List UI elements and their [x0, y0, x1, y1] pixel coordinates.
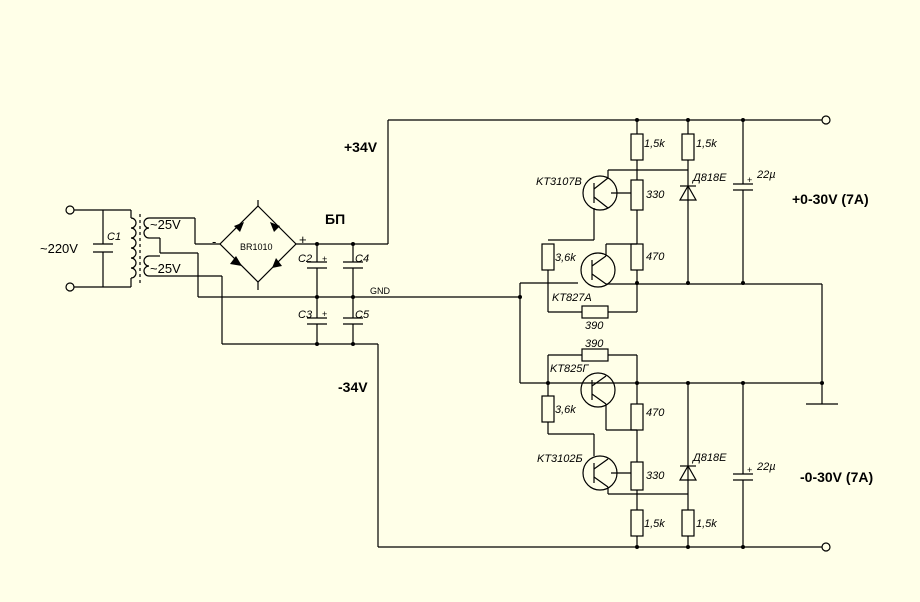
c1-label: C1	[107, 231, 121, 243]
secondary-bottom-label: ~25V	[150, 261, 181, 276]
c3-label: C3	[298, 309, 313, 321]
secondary-top-label: ~25V	[150, 217, 181, 232]
bridge-minus-label: -	[212, 234, 216, 249]
c4-label: C4	[355, 253, 369, 265]
q1-label: KT3107B	[536, 176, 582, 188]
mains-voltage-label: ~220V	[40, 241, 78, 256]
minus34-label: -34V	[338, 379, 368, 395]
r-top-2-label: 1,5k	[696, 138, 717, 150]
r36-top-label: 3,6k	[555, 252, 576, 264]
capacitor-c1	[93, 243, 113, 253]
filter-capacitors	[198, 119, 822, 548]
bridge-plus-label: +	[299, 232, 307, 247]
q3-label: KT825Г	[550, 363, 589, 375]
pot-bot-label: 330	[646, 470, 665, 482]
c3-plus: +	[322, 309, 327, 319]
mains-input	[65, 205, 131, 292]
r-bot-2-label: 1,5k	[696, 518, 717, 530]
q2-label: KT827A	[552, 292, 592, 304]
bridge-label: BR1010	[240, 242, 273, 252]
transformer	[130, 210, 198, 287]
r-bot-1-label: 1,5k	[644, 518, 665, 530]
cap-top-label: 22µ	[756, 169, 776, 181]
positive-regulator	[518, 115, 831, 383]
gnd-label: GND	[370, 286, 391, 296]
r36-bot-label: 3,6k	[555, 404, 576, 416]
r390-bot-label: 390	[585, 338, 604, 350]
cap-bot-label: 22µ	[756, 461, 776, 473]
pot-top-label: 330	[646, 189, 665, 201]
zener-top-label: Д818Е	[691, 172, 727, 184]
plus34-label: +34V	[344, 139, 378, 155]
out-neg-label: -0-30V (7A)	[800, 469, 873, 485]
c5-label: C5	[355, 309, 370, 321]
negative-regulator	[541, 348, 831, 552]
q4-label: KT3102Б	[537, 453, 583, 465]
cap-bot-plus: +	[747, 465, 752, 475]
r470-top-label: 470	[646, 251, 665, 263]
r-top-1-label: 1,5k	[644, 138, 665, 150]
power-block-label: БП	[325, 211, 345, 227]
out-pos-label: +0-30V (7A)	[792, 191, 869, 207]
cap-top-plus: +	[747, 175, 752, 185]
bridge-rectifier	[194, 200, 388, 344]
c2-label: C2	[298, 253, 312, 265]
r390-top-label: 390	[585, 320, 604, 332]
r470-bot-label: 470	[646, 407, 665, 419]
c2-plus: +	[322, 254, 327, 264]
zener-bot-label: Д818Е	[691, 452, 727, 464]
ground-symbol	[520, 284, 838, 405]
